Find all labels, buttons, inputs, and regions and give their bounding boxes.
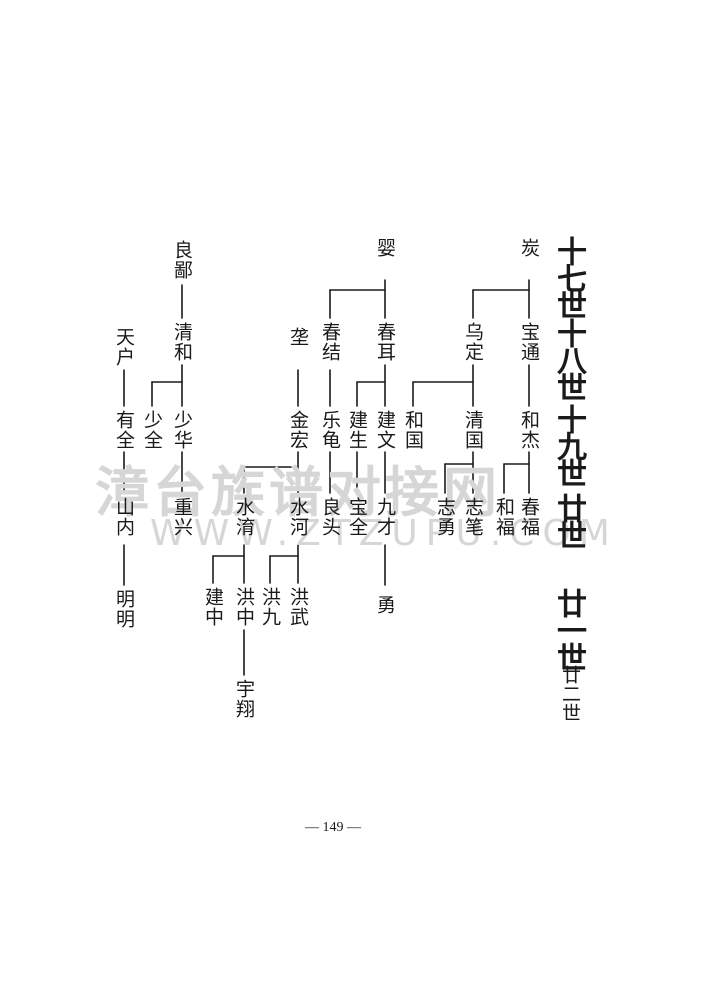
person-name: 志笔	[462, 497, 484, 537]
generation-label-18: 十八世	[551, 318, 586, 399]
person-name: 乌定	[462, 322, 484, 362]
person-name: 洪九	[259, 587, 281, 627]
person-name: 宝全	[346, 497, 368, 537]
generation-label-21: 廿一世	[551, 588, 586, 669]
person-name: 志勇	[434, 497, 456, 537]
person-name: 清和	[171, 322, 193, 362]
person-name: 少华	[171, 410, 193, 450]
person-name: 建生	[346, 410, 368, 450]
person-name: 水淯	[233, 497, 255, 537]
person-name: 建中	[202, 587, 224, 627]
person-name: 洪中	[233, 587, 255, 627]
person-name: 良鄙	[171, 240, 193, 280]
person-name: 宇翔	[233, 679, 255, 719]
person-name: 垄	[287, 327, 309, 347]
person-name: 重兴	[171, 497, 193, 537]
person-name: 和杰	[518, 410, 540, 450]
generation-label-19: 十九世	[551, 404, 586, 485]
person-name: 良头	[319, 497, 341, 537]
person-name: 水河	[287, 497, 309, 537]
person-name: 春福	[518, 497, 540, 537]
person-name: 山内	[113, 497, 135, 537]
person-name: 明明	[113, 589, 135, 629]
person-name: 和福	[493, 497, 515, 537]
person-name: 乐龟	[319, 410, 341, 450]
page-number: — 149 —	[305, 820, 361, 835]
person-name: 少全	[141, 410, 163, 450]
person-name: 宝通	[518, 322, 540, 362]
person-name: 春结	[319, 322, 341, 362]
generation-label-20: 廿世	[551, 493, 586, 547]
person-name: 炭	[518, 238, 540, 258]
person-name: 勇	[374, 595, 396, 615]
person-name: 天户	[113, 327, 135, 367]
person-name: 金宏	[287, 410, 309, 450]
person-name: 洪武	[287, 587, 309, 627]
person-name: 建文	[374, 410, 396, 450]
person-name: 春耳	[374, 322, 396, 362]
person-name: 婴	[374, 238, 396, 258]
generation-label-22: 廿二世	[559, 665, 581, 722]
person-name: 清国	[462, 410, 484, 450]
generation-label-17: 十七世	[551, 236, 586, 317]
person-name: 有全	[113, 410, 135, 450]
person-name: 和国	[402, 410, 424, 450]
person-name: 九才	[374, 497, 396, 537]
